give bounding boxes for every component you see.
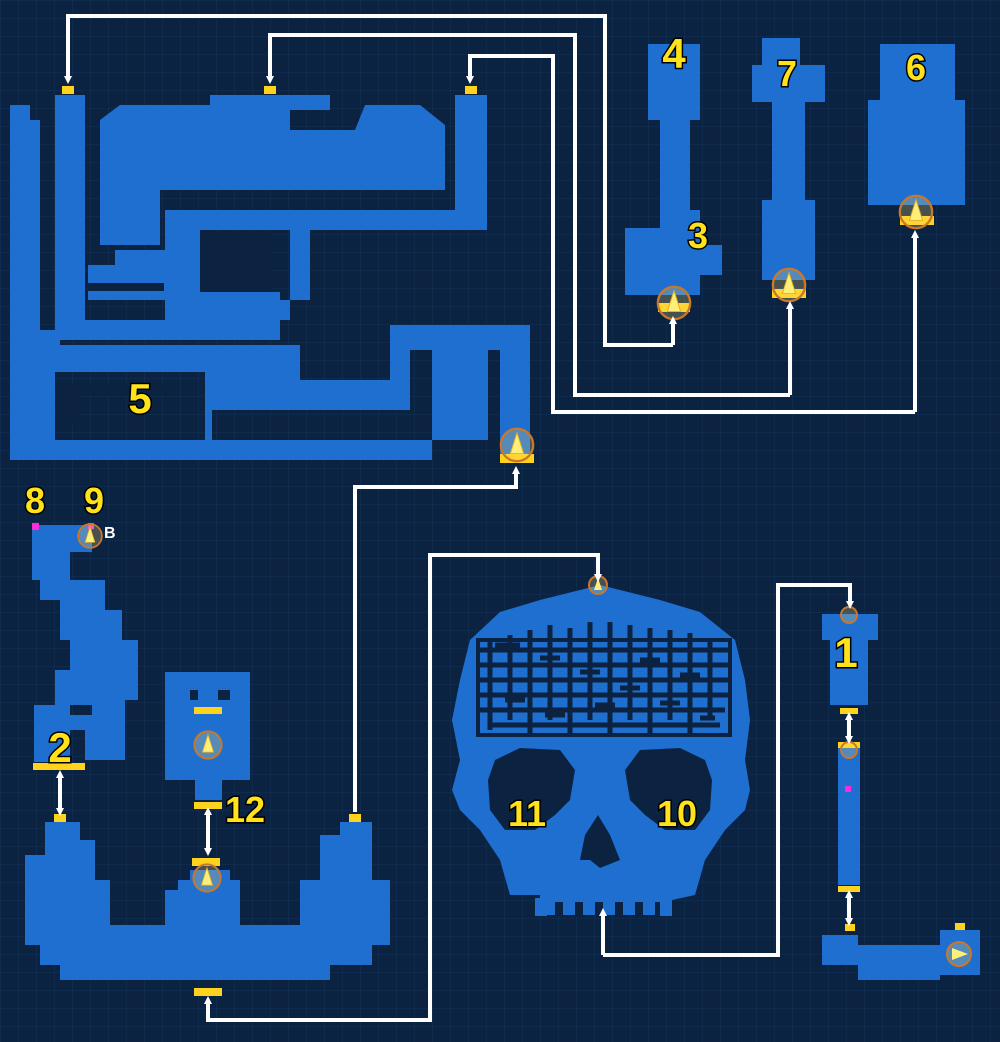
area-12-region — [165, 672, 250, 809]
warp-icon[interactable] — [193, 730, 223, 760]
magenta-marker-icon — [32, 523, 39, 530]
area-label-3: 3 — [688, 215, 708, 256]
area-1-region — [822, 606, 980, 980]
area-label-6: 6 — [906, 47, 926, 88]
warp-icon[interactable] — [656, 285, 692, 321]
warp-icon[interactable] — [771, 267, 807, 303]
area-2-8-9-region — [32, 523, 138, 770]
boss-marker-label: B — [104, 525, 116, 542]
area-label-8: 8 — [25, 480, 45, 521]
area-label-1: 1 — [834, 629, 857, 676]
area-3-4-region — [625, 44, 722, 321]
area-label-10: 10 — [657, 793, 697, 834]
area-label-2: 2 — [48, 724, 71, 771]
area-label-12: 12 — [225, 789, 265, 830]
area-label-7: 7 — [777, 53, 797, 94]
area-label-4: 4 — [662, 30, 686, 77]
area-6-region — [868, 44, 965, 230]
area-bottom-left-region — [25, 814, 390, 996]
skull-region — [452, 575, 750, 916]
warp-icon[interactable] — [77, 523, 103, 549]
warp-icon[interactable] — [840, 741, 858, 759]
magenta-marker-icon — [845, 786, 851, 792]
area-label-9: 9 — [84, 480, 104, 521]
connector-paths — [56, 14, 919, 1022]
warp-icon[interactable] — [840, 606, 858, 624]
warp-icon[interactable] — [192, 863, 222, 893]
warp-icon[interactable] — [499, 427, 535, 463]
brain-maze — [478, 622, 730, 735]
area-label-5: 5 — [128, 375, 151, 422]
area-7-region — [752, 38, 825, 303]
warp-icon[interactable] — [898, 194, 934, 230]
area-label-11: 11 — [508, 793, 546, 834]
area-5-region — [10, 86, 535, 463]
